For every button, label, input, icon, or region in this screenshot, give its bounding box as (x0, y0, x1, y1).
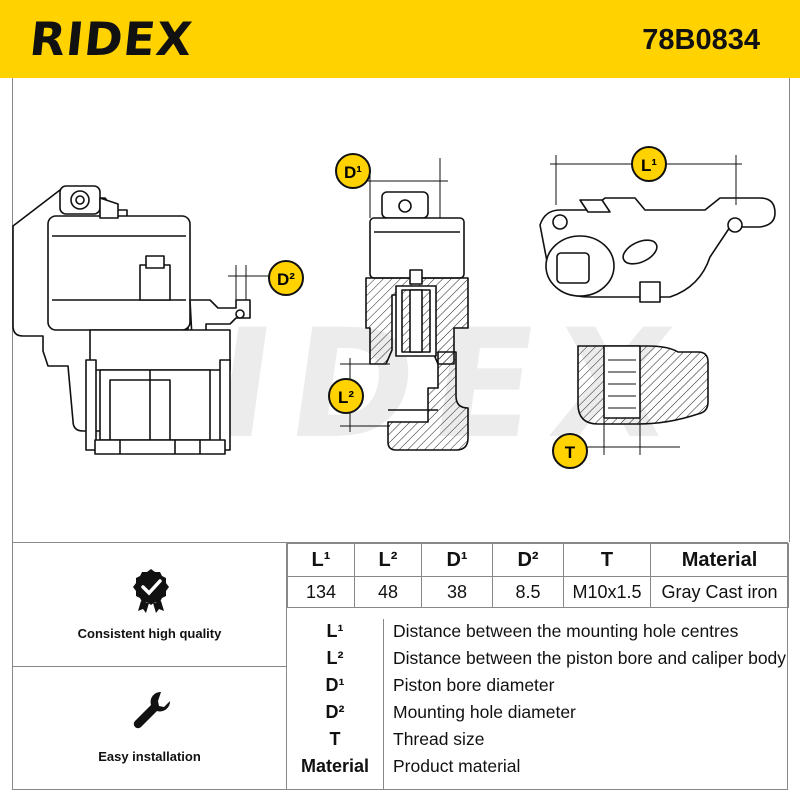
d1-callout-label: D¹ (344, 163, 362, 182)
legend-row: L² Distance between the piston bore and … (287, 648, 789, 674)
legend-key: D¹ (325, 675, 345, 695)
d2-callout-badge (268, 260, 304, 296)
spec-value-l2: 48 (354, 576, 422, 608)
legend-desc: Distance between the mounting hole centr… (393, 621, 739, 641)
features-column: Consistent high quality Easy installatio… (13, 543, 287, 789)
legend-divider (383, 619, 384, 789)
feature-installation-label: Easy installation (98, 749, 201, 764)
thread-section-view (577, 345, 709, 425)
legend-row: D² Mounting hole diameter (287, 702, 789, 728)
caliper-section-view (365, 191, 469, 451)
spec-value-row: 134 48 38 8.5 M10x1.5 Gray Cast iron (287, 576, 789, 608)
legend-key: L² (326, 648, 344, 668)
spec-value-t: M10x1.5 (563, 576, 651, 608)
caliper-side-view (12, 185, 251, 455)
legend: L¹ Distance between the mounting hole ce… (287, 619, 789, 789)
badge-check-icon (133, 569, 169, 613)
legend-desc: Product material (393, 756, 521, 776)
legend-desc: Distance between the piston bore and cal… (393, 648, 787, 668)
t-dimension-lines (570, 418, 680, 455)
spec-value-d1: 38 (421, 576, 493, 608)
l2-callout-label: L² (338, 388, 354, 407)
d2-callout-label: D² (277, 270, 295, 289)
spec-value-l1: 134 (287, 576, 355, 608)
spec-header-l1: L¹ (287, 543, 355, 577)
spec-header-d2: D² (492, 543, 564, 577)
t-callout-label: T (565, 443, 576, 462)
feature-quality: Consistent high quality (13, 543, 286, 667)
l1-callout-badge (631, 146, 667, 182)
legend-row: T Thread size (287, 729, 789, 755)
legend-desc: Thread size (393, 729, 485, 749)
part-number: 78B0834 (642, 24, 760, 56)
spec-value-material: Gray Cast iron (650, 576, 789, 608)
spec-header-d1: D¹ (421, 543, 493, 577)
l1-callout-label: L¹ (641, 156, 657, 175)
spec-value-d2: 8.5 (492, 576, 564, 608)
legend-desc: Piston bore diameter (393, 675, 555, 695)
spec-header-row: L¹ L² D¹ D² T Material (287, 543, 789, 577)
l2-callout-badge (328, 378, 364, 414)
caliper-top-view (539, 197, 776, 303)
d1-dimension-lines (360, 158, 448, 218)
d1-callout-badge (335, 153, 371, 189)
header-bar: RIDEX 78B0834 (0, 0, 800, 78)
t-callout-badge (552, 433, 588, 469)
d2-dimension-lines (228, 265, 270, 300)
legend-key: Material (300, 756, 370, 776)
wrench-icon (133, 691, 171, 729)
spec-table: L¹ L² D¹ D² T Material 134 48 38 8.5 M10… (287, 543, 789, 608)
legend-row: Material Product material (287, 756, 789, 782)
spec-header-material: Material (650, 543, 789, 577)
feature-installation: Easy installation (13, 666, 286, 789)
feature-quality-label: Consistent high quality (77, 626, 222, 641)
spec-section: Consistent high quality Easy installatio… (12, 542, 789, 790)
caliper-technical-drawing: D¹ D² L¹ L² T (12, 146, 776, 469)
spec-header-l2: L² (354, 543, 422, 577)
legend-row: D¹ Piston bore diameter (287, 675, 789, 701)
spec-header-t: T (563, 543, 651, 577)
legend-desc: Mounting hole diameter (393, 702, 576, 722)
legend-row: L¹ Distance between the mounting hole ce… (287, 621, 789, 647)
legend-key: L¹ (326, 621, 344, 641)
legend-key: T (329, 729, 341, 749)
legend-key: D² (325, 702, 345, 722)
